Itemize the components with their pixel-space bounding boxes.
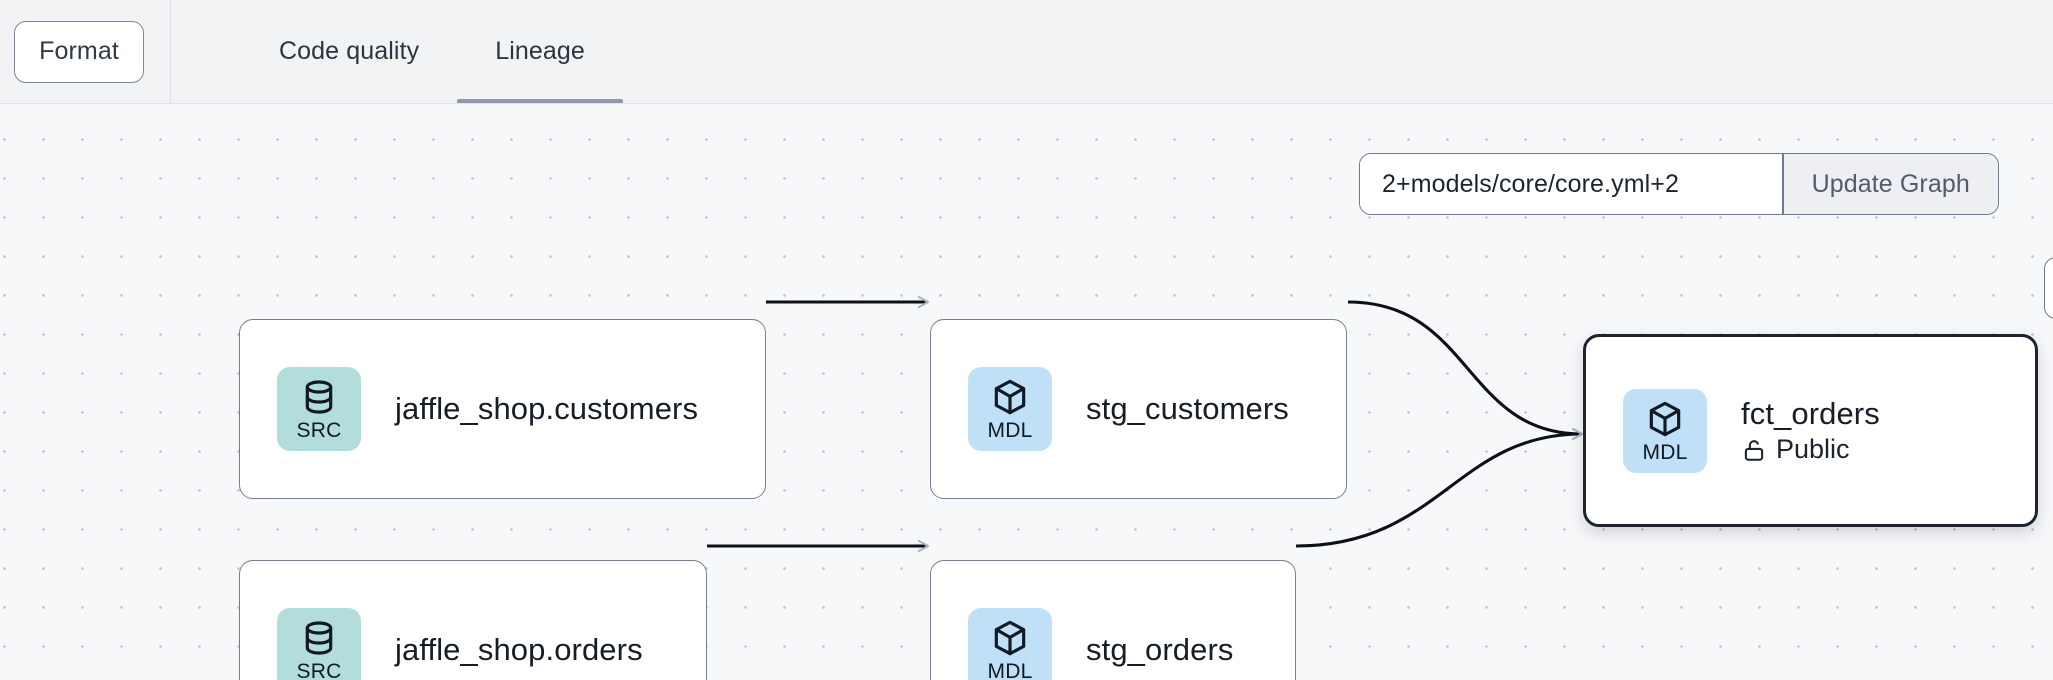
top-toolbar: Format Code quality Lineage: [0, 0, 2053, 104]
node-body: fct_orders Public: [1741, 396, 1880, 466]
node-visibility: Public: [1741, 434, 1880, 465]
selector-divider: [1782, 154, 1784, 214]
node-badge-mdl: MDL: [1623, 388, 1707, 473]
node-title: fct_orders: [1741, 395, 1880, 431]
cube-icon: [990, 377, 1030, 417]
node-badge-src: SRC: [277, 367, 361, 451]
graph-node-jaffle-shop-customers[interactable]: SRC jaffle_shop.customers: [239, 319, 766, 499]
node-title: jaffle_shop.orders: [395, 632, 643, 668]
tab-bar: Code quality Lineage: [171, 0, 623, 103]
node-visibility-label: Public: [1776, 434, 1850, 465]
tab-code-quality-label: Code quality: [279, 37, 420, 65]
database-icon: [299, 618, 339, 658]
node-body: stg_customers: [1086, 391, 1289, 427]
node-badge-src: SRC: [277, 608, 361, 680]
node-badge-label: SRC: [296, 419, 342, 442]
tab-lineage-label: Lineage: [495, 37, 585, 65]
toolbar-left-group: Format: [0, 0, 171, 103]
node-body: jaffle_shop.orders: [395, 632, 643, 668]
node-selector-input[interactable]: [1360, 154, 1782, 214]
graph-node-stg-customers[interactable]: MDL stg_customers: [930, 319, 1347, 499]
overflow-control-stub[interactable]: [2044, 257, 2053, 319]
format-button[interactable]: Format: [14, 20, 144, 83]
database-icon: [299, 377, 339, 417]
node-badge-label: SRC: [296, 660, 342, 680]
node-body: stg_orders: [1086, 632, 1233, 668]
node-badge-mdl: MDL: [968, 608, 1052, 680]
tab-lineage[interactable]: Lineage: [457, 0, 623, 103]
graph-node-fct-orders[interactable]: MDL fct_orders Public: [1583, 334, 2038, 527]
update-graph-button[interactable]: Update Graph: [1783, 154, 1998, 214]
tab-active-underline: [457, 99, 623, 103]
graph-node-jaffle-shop-orders[interactable]: SRC jaffle_shop.orders: [239, 560, 707, 680]
unlock-icon: [1741, 437, 1767, 463]
node-title: stg_orders: [1086, 632, 1234, 668]
node-title: jaffle_shop.customers: [395, 391, 699, 427]
node-badge-mdl: MDL: [968, 367, 1052, 451]
node-title: stg_customers: [1086, 391, 1289, 427]
graph-selector-group: Update Graph: [1359, 153, 1999, 215]
graph-node-stg-orders[interactable]: MDL stg_orders: [930, 560, 1296, 680]
edge-stg-customers-to-fct-orders: [1347, 300, 1582, 434]
node-badge-label: MDL: [1642, 440, 1688, 464]
cube-icon: [1645, 399, 1685, 439]
node-badge-label: MDL: [987, 419, 1033, 442]
node-body: jaffle_shop.customers: [395, 391, 698, 427]
tab-code-quality[interactable]: Code quality: [241, 0, 457, 103]
lineage-canvas[interactable]: SRC jaffle_shop.customers SRC jaffle_sh: [0, 104, 2053, 680]
node-badge-label: MDL: [987, 660, 1033, 680]
cube-icon: [990, 618, 1030, 658]
